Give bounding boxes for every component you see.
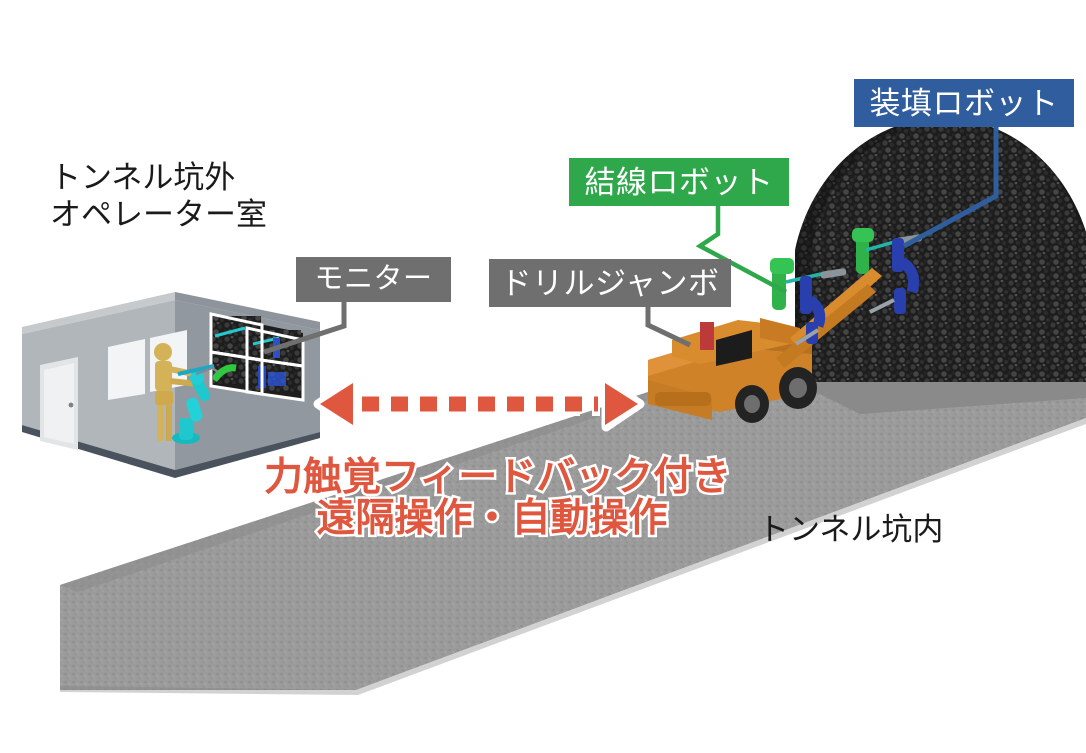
force-feedback-annotation: 力触覚フィードバック付き 遠隔操作・自動操作 bbox=[262, 455, 734, 541]
drill-jumbo-label[interactable]: ドリルジャンボ bbox=[489, 259, 731, 307]
room-door bbox=[40, 357, 78, 450]
charging-robot-label-text: 装填ロボット bbox=[869, 85, 1059, 121]
haptic-robot-arm bbox=[172, 364, 219, 444]
operator-mannequin bbox=[154, 343, 196, 441]
operator-room-caption: トンネル坑外 オペレーター室 bbox=[50, 160, 267, 233]
wiring-robot-leader-line bbox=[695, 206, 788, 294]
charging-robot-leader-line bbox=[902, 127, 999, 249]
monitor-leader-line bbox=[263, 302, 347, 355]
tunnel-inside-caption: トンネル坑内 bbox=[758, 512, 944, 547]
drill-jumbo-leader-line bbox=[645, 307, 692, 348]
operator-room-3d bbox=[22, 292, 320, 478]
charging-robot-label[interactable]: 装填ロボット bbox=[854, 79, 1074, 127]
monitor-label[interactable]: モニター bbox=[296, 257, 451, 302]
charging-robot-blue bbox=[794, 238, 920, 346]
bidirectional-dashed-arrow bbox=[313, 376, 645, 432]
tunnel-face-rock bbox=[795, 117, 1086, 414]
force-feedback-line1: 力触覚フィードバック付き bbox=[262, 455, 734, 500]
wiring-robot-label[interactable]: 結線ロボット bbox=[569, 158, 789, 206]
drill-jumbo-label-text: ドリルジャンボ bbox=[500, 265, 720, 301]
operator-room-caption-line2: オペレーター室 bbox=[50, 196, 267, 232]
wiring-robot-label-text: 結線ロボット bbox=[584, 164, 774, 200]
operator-room-caption-line1: トンネル坑外 bbox=[50, 160, 236, 195]
monitor-panel-cluster bbox=[209, 312, 305, 402]
monitor-label-text: モニター bbox=[314, 263, 433, 295]
force-feedback-line2: 遠隔操作・自動操作 bbox=[314, 496, 670, 541]
